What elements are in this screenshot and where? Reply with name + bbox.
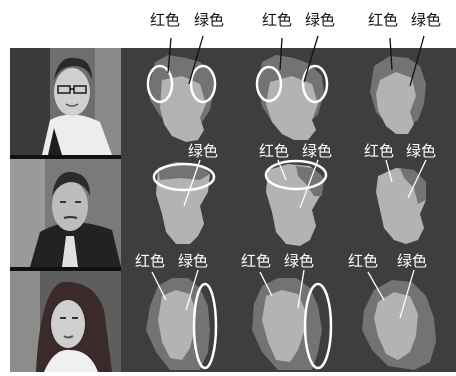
label-green-r2c2: 绿色 <box>302 142 333 160</box>
row-3-col-3-segmentation <box>362 269 436 370</box>
face-region <box>262 290 306 362</box>
row-1-col-2-segmentation <box>255 35 329 140</box>
ellipse-left <box>146 64 174 104</box>
row-3-col-1-segmentation <box>146 269 218 370</box>
face-region <box>156 162 210 244</box>
ellipse-top <box>264 159 328 191</box>
label-green-r2c1: 绿色 <box>188 142 219 160</box>
label-red-r3c2: 红色 <box>241 252 272 270</box>
ellipse-right <box>189 64 217 104</box>
woman-photo <box>10 271 121 372</box>
label-red-r1c1: 红色 <box>150 11 181 29</box>
label-red-r2c2: 红色 <box>259 142 290 160</box>
label-green-r3c3: 绿色 <box>397 252 428 270</box>
label-green-r1c2: 绿色 <box>305 11 336 29</box>
label-green-r2c3: 绿色 <box>406 142 437 160</box>
ellipse-top <box>152 162 216 192</box>
label-red-r1c2: 红色 <box>262 11 293 29</box>
label-green-r3c2: 绿色 <box>284 252 315 270</box>
label-red-r3c3: 红色 <box>348 252 379 270</box>
label-red-r1c3: 红色 <box>368 11 399 29</box>
man-in-suit-photo <box>10 159 121 267</box>
row-1-col-1-segmentation <box>146 35 217 142</box>
row-3-col-2-segmentation <box>252 269 333 370</box>
row-2-col-1-segmentation <box>152 159 216 244</box>
label-green-r1c3: 绿色 <box>411 11 442 29</box>
man-with-glasses-photo <box>10 48 121 155</box>
ellipse-left <box>255 65 283 103</box>
ellipse-right <box>303 282 333 370</box>
ellipse-right <box>192 282 218 370</box>
face-region <box>376 72 416 134</box>
label-red-r2c3: 红色 <box>364 142 395 160</box>
row-1-col-3-segmentation <box>370 35 426 134</box>
face-region <box>374 292 418 360</box>
label-green-r1c1: 绿色 <box>194 11 225 29</box>
ellipse-right <box>301 64 329 104</box>
row-2-col-3-segmentation <box>376 159 427 244</box>
label-red-r3c1: 红色 <box>135 252 166 270</box>
label-green-r3c1: 绿色 <box>178 252 209 270</box>
row-2-col-2-segmentation <box>264 159 328 246</box>
photo-strip <box>10 48 121 372</box>
